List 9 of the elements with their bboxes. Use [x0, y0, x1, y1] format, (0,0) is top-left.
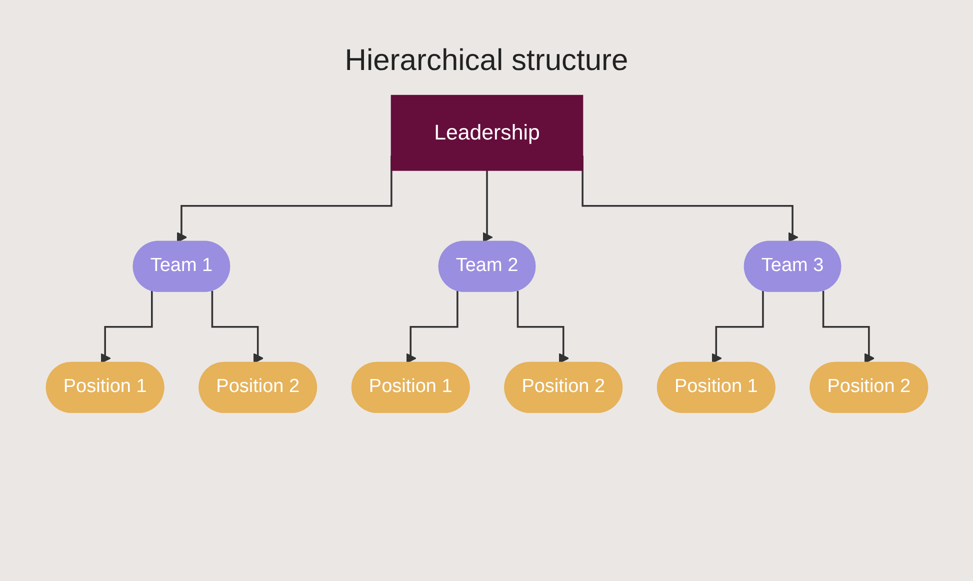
arrow: [710, 290, 764, 364]
arrow: [210, 290, 264, 364]
title: Hierarchical structure: [344, 44, 628, 78]
arrow: [516, 290, 569, 364]
arrow: [100, 290, 152, 364]
node-box: Leadership: [390, 94, 583, 171]
arrow: [822, 290, 874, 364]
arrow: [405, 290, 458, 364]
arrow: [482, 170, 492, 243]
